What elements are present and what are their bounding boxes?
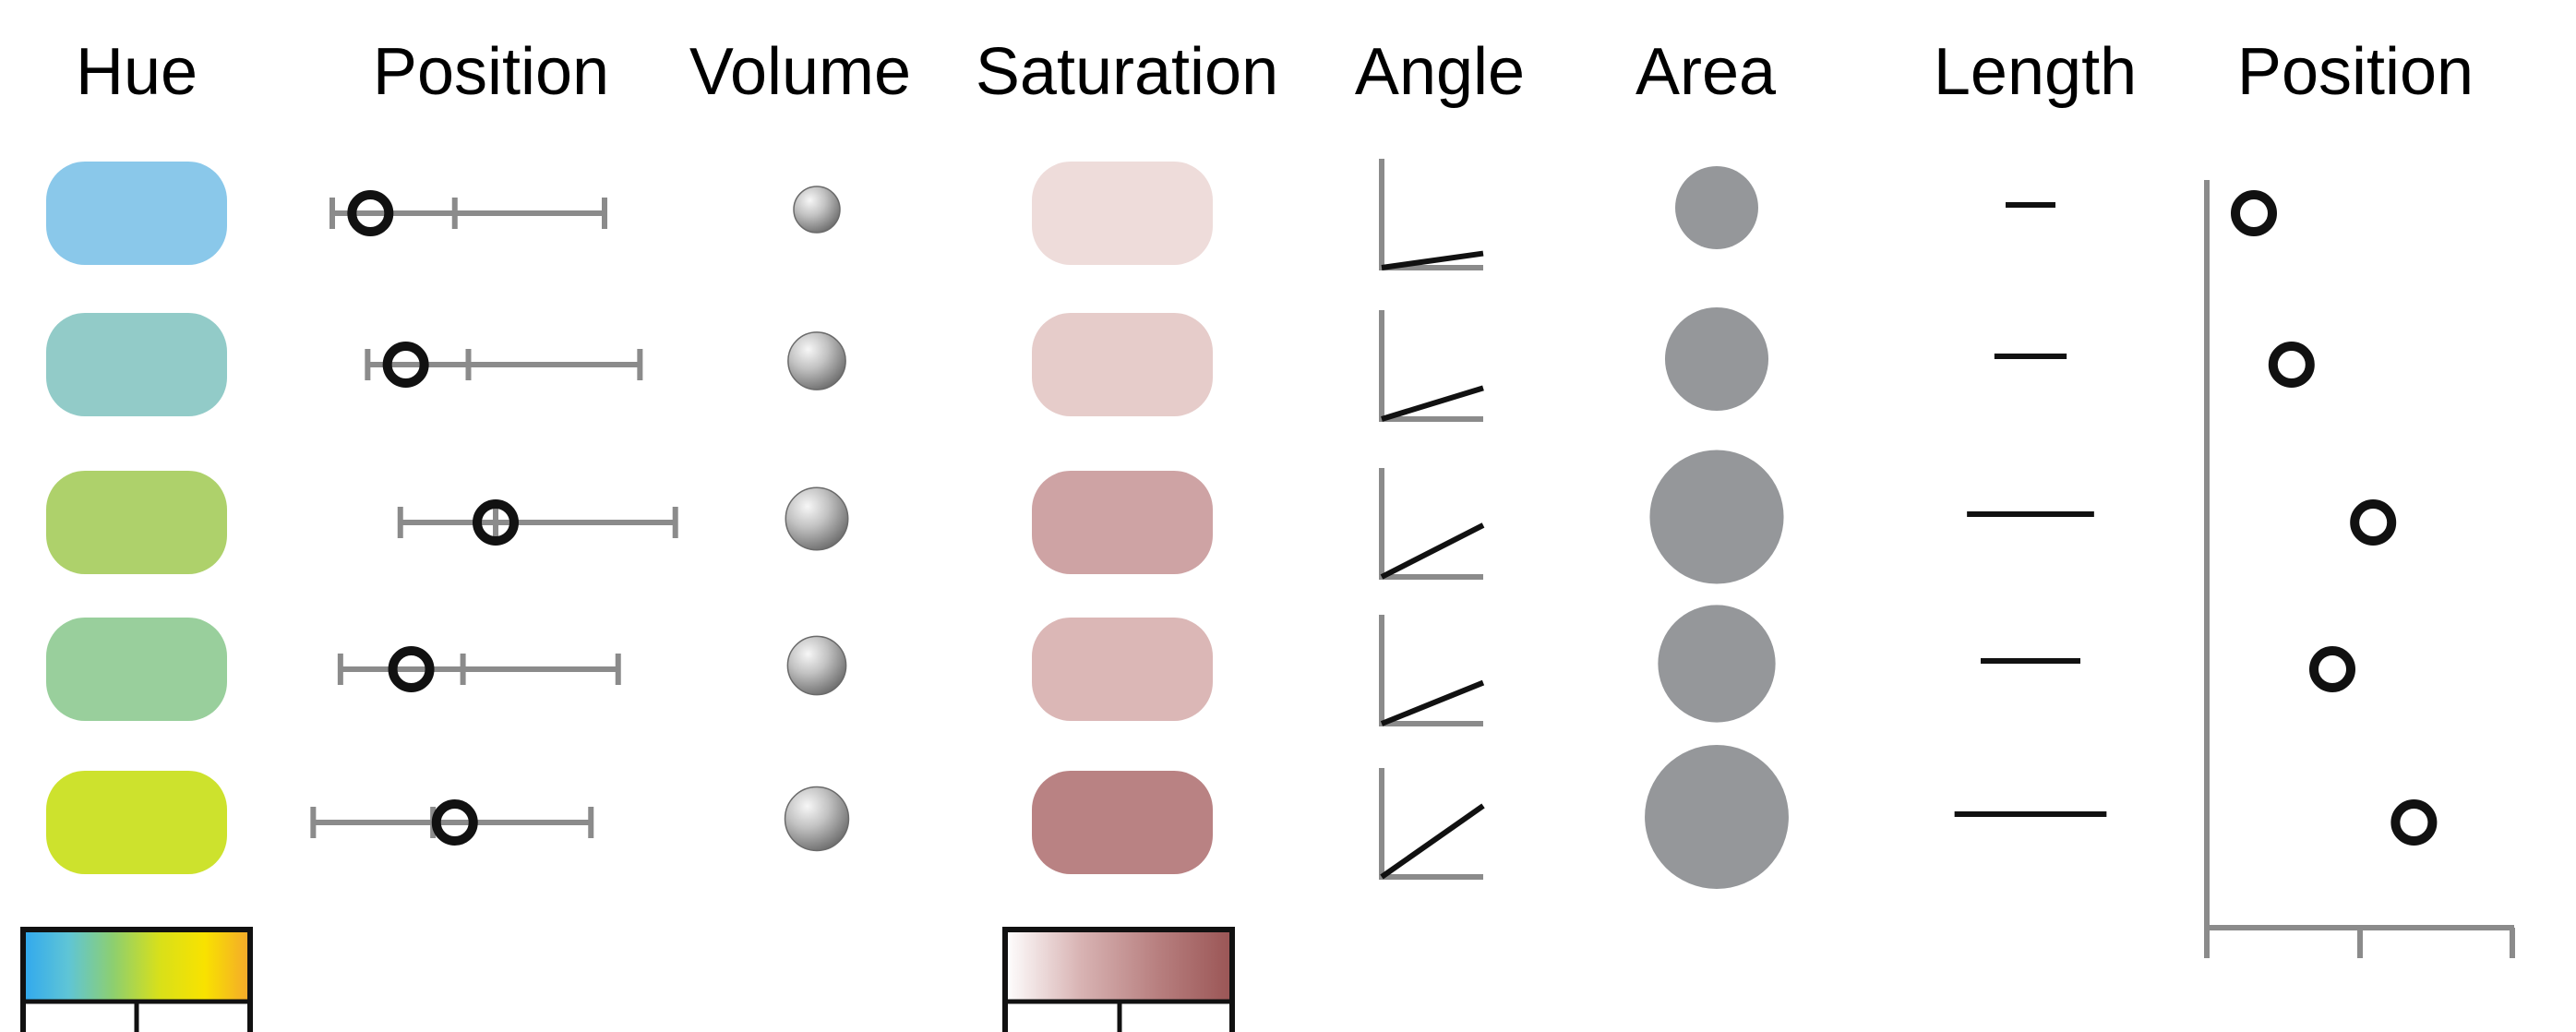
angle-line [1380,522,1485,580]
hue-swatch [46,771,227,874]
area-circle [1645,745,1789,889]
header-angle: Angle [1355,35,1525,109]
hue-swatch [46,313,227,416]
volume-sphere [787,331,846,390]
position-axis-marker [2231,190,2277,236]
angle-line [1380,803,1485,880]
legend-scales [20,927,1235,1032]
header-length: Length [1934,35,2137,109]
angle-line [1381,385,1484,422]
hue-scale-bar [23,930,250,1002]
saturation-scale-bar [1005,930,1232,1002]
position-axis-marker [2268,342,2315,388]
volume-sphere [784,786,850,852]
hue-swatch [46,162,227,265]
saturation-swatch [1032,771,1213,874]
volume-sphere [786,635,847,696]
angle-axes [1379,768,1483,880]
encoding-marks [46,159,2515,958]
angle-axes [1379,159,1483,270]
saturation-scale-frame [1002,927,1235,1032]
position-marker [382,342,429,388]
area-circle [1649,450,1784,584]
saturation-swatch [1032,162,1213,265]
position-marker [347,190,394,236]
area-circle [1658,605,1776,723]
position-axis-marker [2309,646,2355,692]
angle-line [1380,679,1485,726]
header-volume: Volume [689,35,911,109]
area-circle [1664,306,1769,412]
hue-swatch [46,618,227,721]
position-marker [473,499,519,546]
position-marker [431,799,478,846]
volume-sphere [793,186,841,234]
header-hue: Hue [76,35,198,109]
area-circle [1675,166,1758,249]
saturation-swatch [1032,618,1213,721]
angle-line [1381,250,1484,270]
header-position-axis: Position [2237,35,2474,109]
header-position-errorbar: Position [373,35,609,109]
header-area: Area [1635,35,1777,109]
volume-sphere [785,486,849,551]
position-axis-marker [2390,799,2438,846]
position-axis-marker [2350,499,2397,546]
saturation-swatch [1032,313,1213,416]
saturation-swatch [1032,471,1213,574]
hue-swatch [46,471,227,574]
hue-scale-frame [20,927,253,1032]
angle-axes [1379,615,1483,726]
header-saturation: Saturation [976,35,1278,109]
position-marker [388,646,435,692]
angle-axes [1379,468,1483,580]
